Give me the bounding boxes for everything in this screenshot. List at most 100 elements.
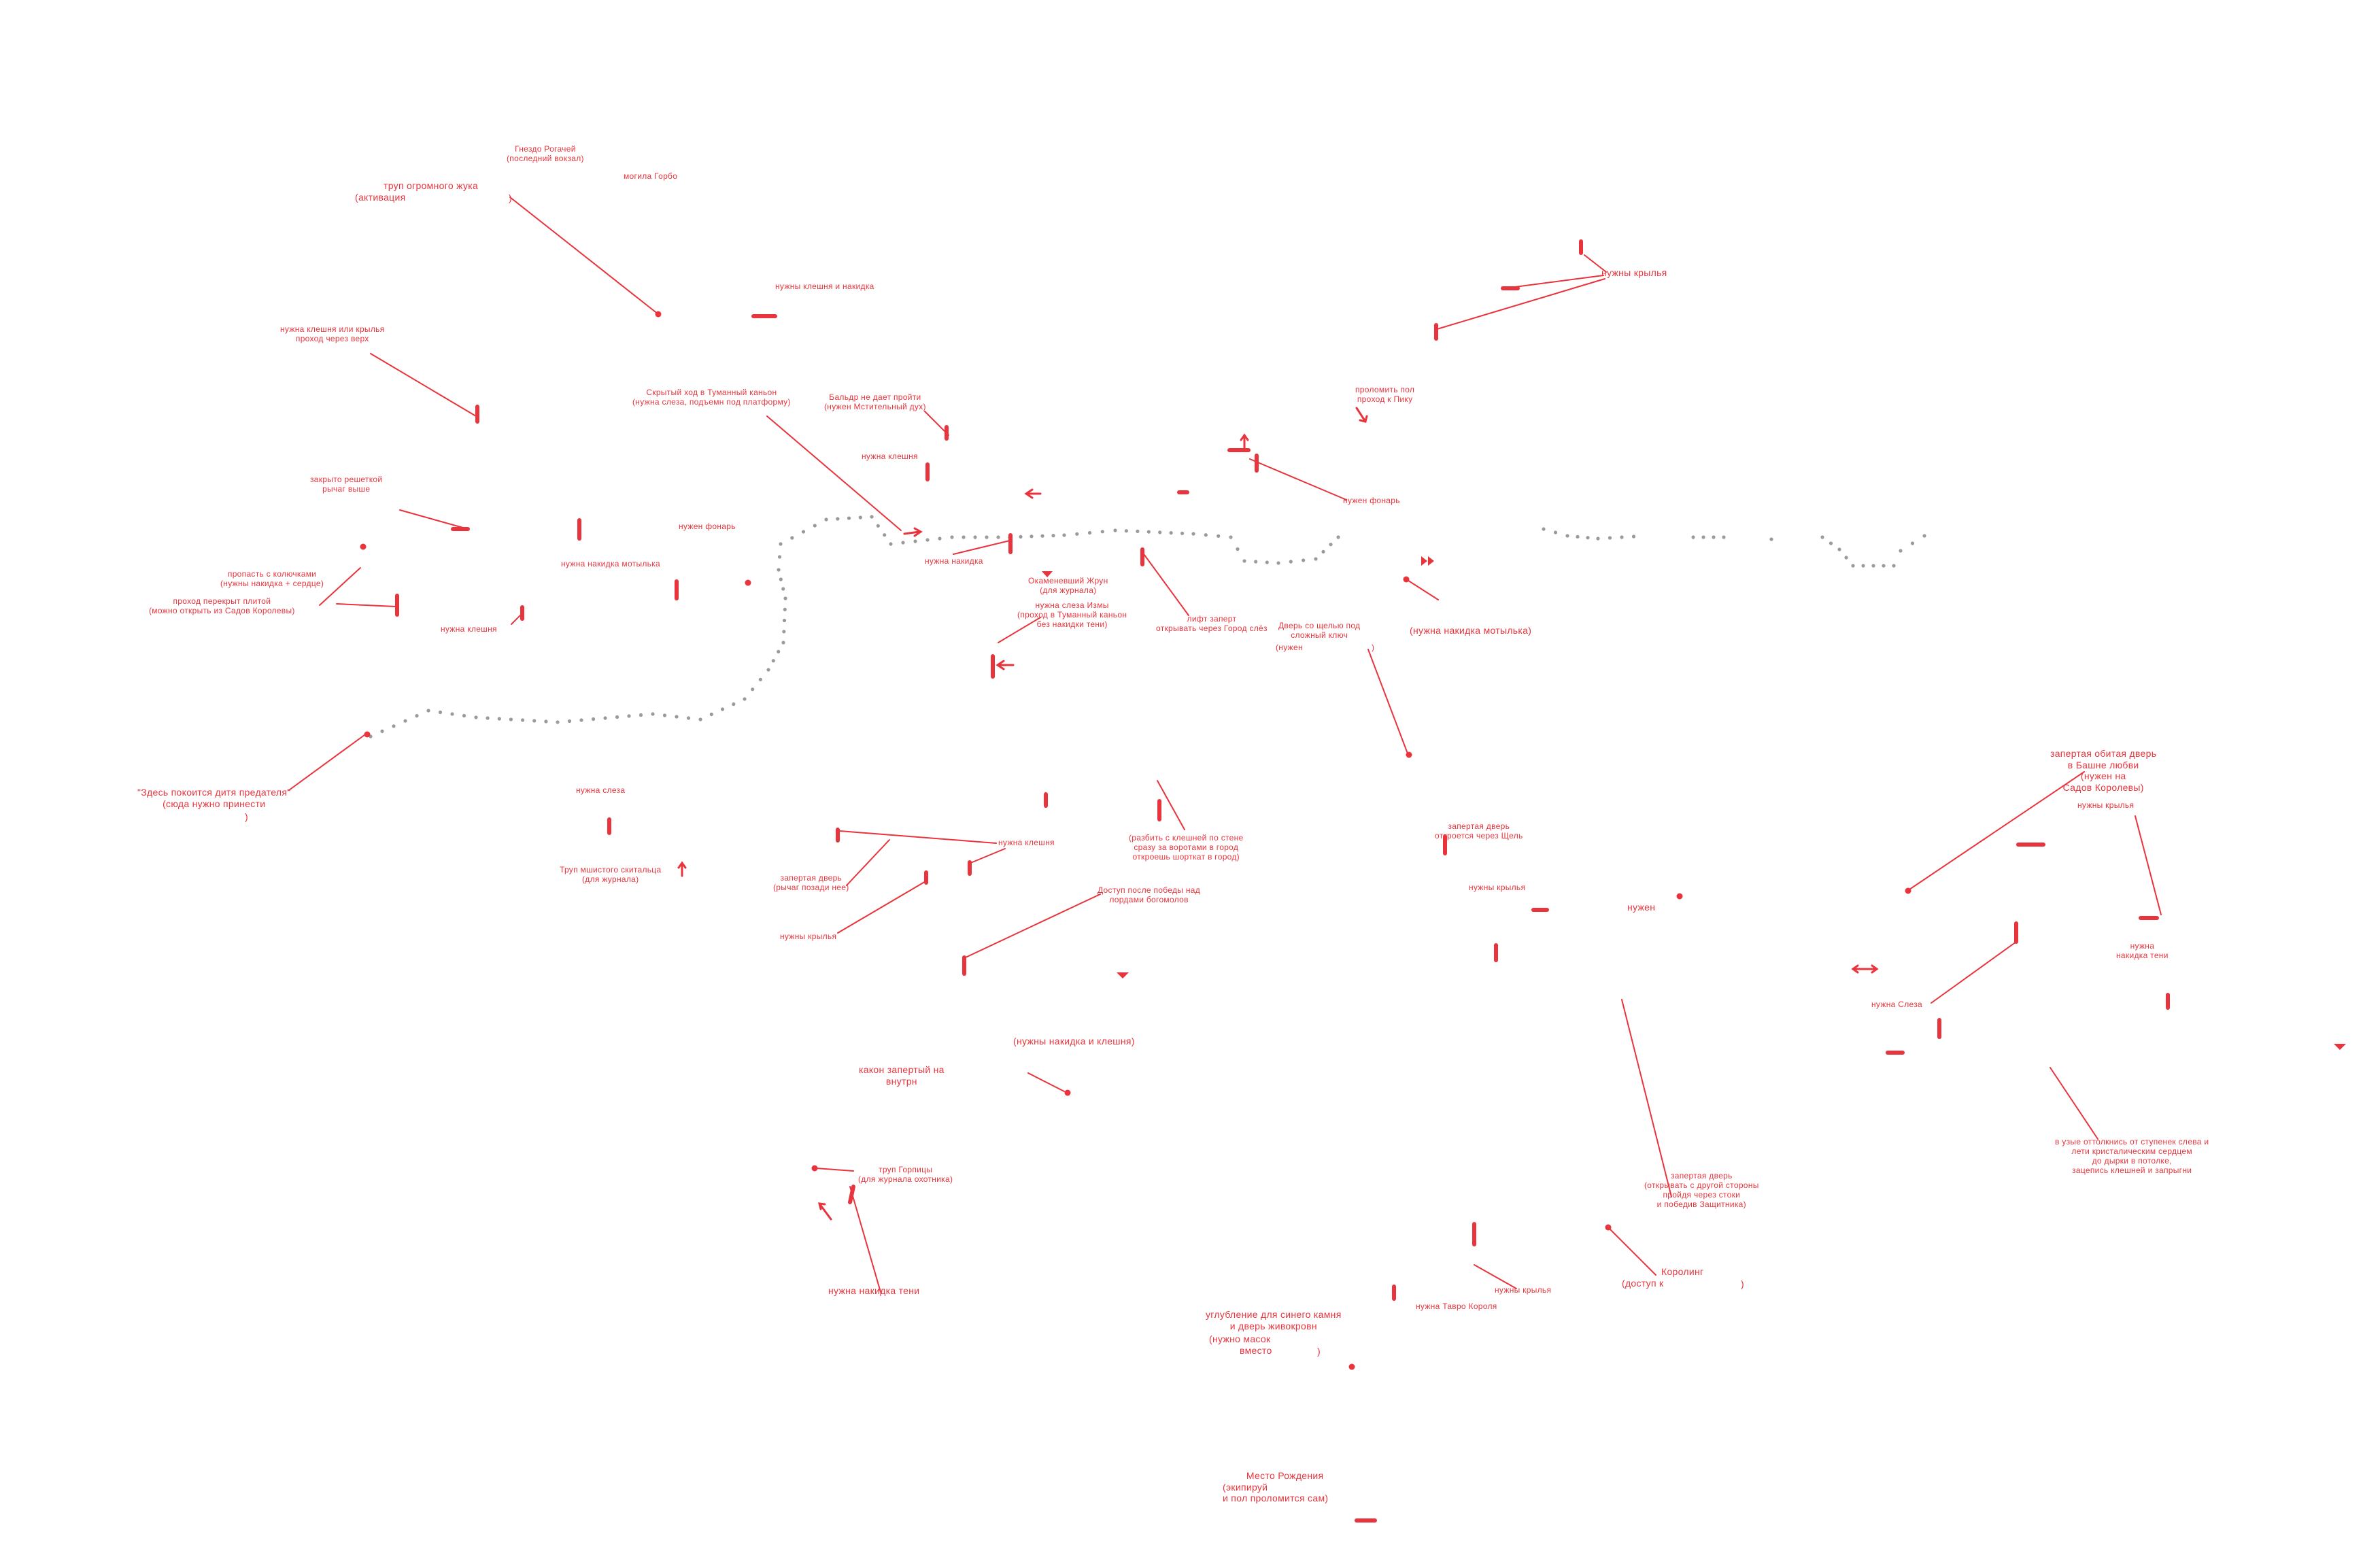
- label-line: в узые оттолкнись от ступенек слева и: [2055, 1137, 2209, 1146]
- label-line: (для журнала): [582, 874, 639, 885]
- label-line: ): [1741, 1278, 1744, 1289]
- label-line: нужна слеза Измы: [1035, 600, 1109, 610]
- path-dot: [1861, 564, 1865, 568]
- leader-krylya-2: [837, 880, 928, 934]
- path-dot: [996, 535, 1000, 539]
- leader-krylya-top-b: [1514, 275, 1604, 288]
- arrow-head: [996, 660, 1005, 670]
- gate-bar: [848, 1185, 855, 1204]
- path-dot: [950, 535, 954, 539]
- label-line: откроется через Щель: [1435, 831, 1523, 841]
- label-zakryto-reshetkoy: закрыто решеткой рычаг выше: [310, 475, 382, 494]
- leader-kakon: [1027, 1072, 1065, 1092]
- path-dot: [779, 542, 783, 546]
- label-line: ): [1372, 643, 1375, 652]
- path-dot: [1217, 534, 1221, 538]
- label-line: внутрн: [885, 1075, 917, 1087]
- path-dot: [591, 717, 596, 721]
- path-dot: [720, 707, 725, 711]
- path-dot: [1169, 531, 1173, 535]
- path-dot: [1596, 537, 1600, 541]
- label-zapertaya-dver-drugoy: запертая дверь (открывать с другой сторо…: [1644, 1171, 1759, 1210]
- label-gnezdo: Гнездо Рогачей (последний вокзал): [507, 144, 584, 163]
- path-dot: [415, 714, 419, 718]
- leader-zdes-pokoitsya: [288, 732, 368, 791]
- leader-gorpitsa: [815, 1168, 854, 1172]
- path-dot: [777, 649, 781, 653]
- label-line: Скрытый ход в Туманный каньон: [646, 388, 777, 397]
- label-line: нужна Тавро Короля: [1416, 1302, 1497, 1311]
- path-dot: [758, 677, 762, 681]
- label-uglublenie-need: (нужно масок вместо: [1209, 1333, 1272, 1356]
- label-trup-zhuka-close: ): [509, 192, 512, 204]
- leader-dver-drugoy: [1621, 999, 1672, 1197]
- leader-krylya-top-c: [1434, 278, 1605, 330]
- label-zdes-pokoitsya-close: ): [245, 811, 248, 823]
- label-line: пропасть с колючками: [227, 569, 317, 579]
- label-line: накидка тени: [2116, 951, 2169, 961]
- label-line: запертая дверь: [1670, 1171, 1733, 1180]
- label-nuzhny-krylya-4: нужны крылья: [1495, 1285, 1551, 1295]
- label-line: нужна: [2130, 941, 2155, 951]
- path-dot: [532, 719, 537, 723]
- label-line: Дверь со щелью под: [1278, 621, 1361, 630]
- label-line: (проход в Туманный каньон: [1017, 610, 1127, 620]
- path-dot: [858, 515, 862, 520]
- label-prokhod-perekryt: проход перекрыт плитой (можно открыть из…: [149, 596, 295, 615]
- label-line: открывать через Город слёз: [1156, 624, 1268, 634]
- path-dot: [1265, 560, 1269, 564]
- arrow-diagonal: [818, 1202, 832, 1221]
- label-line: (экипируй: [1223, 1481, 1268, 1493]
- label-koroling: Королинг (доступ к: [1622, 1266, 1703, 1289]
- path-dot: [1851, 564, 1855, 568]
- label-line: Труп мшистого скитальца: [560, 865, 662, 874]
- triangle-right: [1428, 556, 1434, 566]
- path-dot: [801, 530, 806, 534]
- arrow-head: [677, 861, 687, 869]
- path-dot: [1586, 536, 1590, 540]
- label-line: Доступ после победы над: [1098, 885, 1201, 895]
- path-dot: [743, 697, 747, 701]
- label-line: нужна слеза: [576, 785, 626, 795]
- path-dot: [1701, 535, 1705, 539]
- label-razbit-kleshnyey: (разбить с клешней по стене сразу за вор…: [1129, 833, 1244, 862]
- label-line: (сюда нужно принести: [163, 798, 266, 809]
- path-dot: [883, 533, 887, 537]
- label-line: (доступ к: [1622, 1277, 1664, 1289]
- label-v-uzhe-ottolknis: в узые оттолкнись от ступенек слева и ле…: [2055, 1137, 2209, 1176]
- arrow-head: [1851, 964, 1859, 974]
- marker-dot: [364, 731, 371, 738]
- path-dot: [813, 524, 817, 528]
- label-line: без накидки тени): [1036, 619, 1108, 630]
- path-dot: [938, 537, 942, 541]
- marker-dot: [1406, 751, 1412, 758]
- path-dot: [782, 630, 786, 634]
- path-dot: [1276, 561, 1280, 565]
- path-dot: [1019, 534, 1023, 539]
- label-skrytyy-khod: Скрытый ход в Туманный каньон (нужна сле…: [632, 388, 791, 407]
- label-line: ): [245, 811, 248, 822]
- label-line: Гнездо Рогачей: [515, 144, 576, 154]
- label-line: нужны крылья: [1601, 267, 1667, 278]
- path-dot: [1124, 529, 1128, 533]
- path-dot: [486, 716, 490, 720]
- arrow-head: [1024, 488, 1034, 499]
- label-zapertaya-dver-shchel: запертая дверь откроется через Щель: [1435, 821, 1523, 840]
- label-mogila-gorbo: могила Горбо: [624, 171, 677, 181]
- label-koroling-close: ): [1741, 1278, 1744, 1290]
- path-dot: [1158, 530, 1162, 534]
- label-line: нужны крылья: [1469, 883, 1526, 892]
- marker-dot: [1403, 576, 1410, 583]
- label-line: нужна клешня: [998, 838, 1055, 847]
- label-uglublenie: углубление для синего камня и дверь живо…: [1206, 1309, 1342, 1331]
- path-dot: [544, 719, 548, 724]
- label-line: запертая дверь: [1448, 821, 1510, 831]
- label-line: (нужен на: [2080, 770, 2126, 782]
- path-dot: [1608, 536, 1612, 540]
- path-dot: [766, 668, 770, 672]
- label-line: (нужен Мстительный дух): [824, 402, 926, 412]
- arrow-head: [818, 1202, 826, 1210]
- marker-dot: [1064, 1089, 1071, 1096]
- path-dot: [913, 539, 917, 543]
- path-dot: [1075, 532, 1079, 536]
